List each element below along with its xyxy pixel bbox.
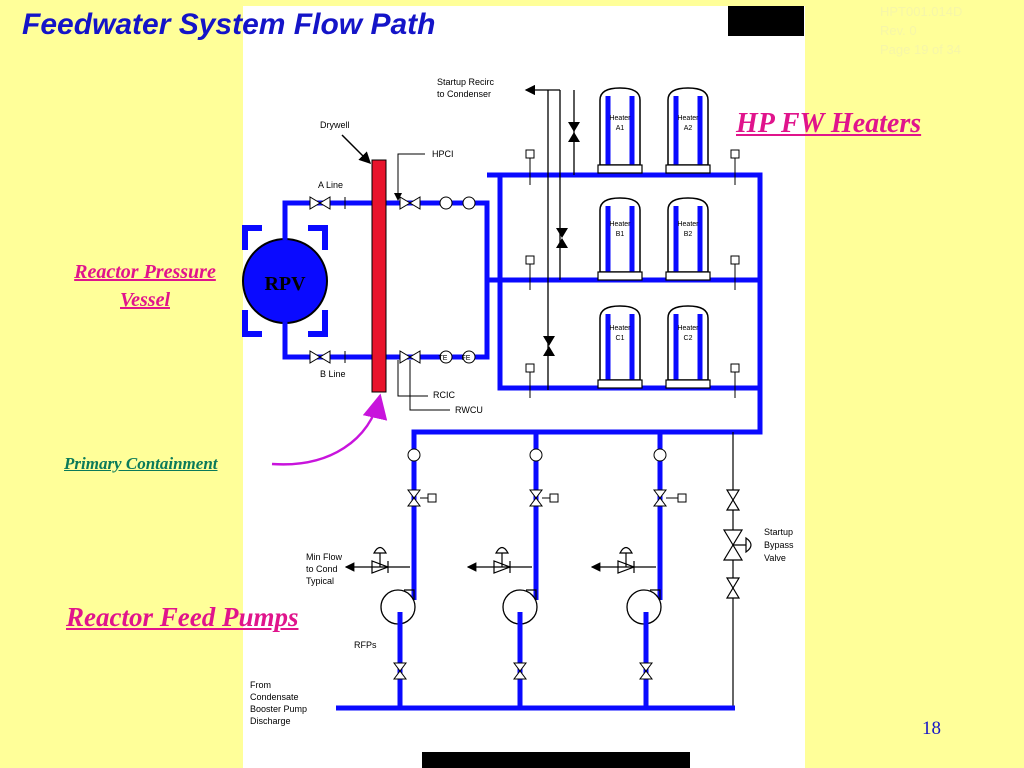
primary-containment-arrow (271, 393, 388, 466)
rpv-label-line-1: Reactor Pressure (74, 261, 216, 283)
header-bar (728, 6, 804, 36)
drywell-label: Drywell (320, 120, 350, 130)
heater-b2-id: B2 (684, 231, 693, 238)
startup-recirc-label-1: Startup Recirc (437, 77, 495, 87)
startup-bypass-label-1: Startup (764, 527, 793, 537)
rpv-vessel: RPV (242, 225, 328, 337)
te-label: TE (439, 355, 448, 362)
pump-discharge-valves (407, 489, 687, 507)
pump-suction-lines (336, 612, 735, 711)
startup-bypass-label-2: Bypass (764, 540, 794, 550)
startup-bypass-label-3: Valve (764, 553, 786, 563)
heater-c1-name: Heater (609, 325, 631, 332)
reactor-feed-pumps-label: Reactor Feed Pumps (66, 602, 299, 632)
heater-a2-name: Heater (677, 115, 699, 122)
b-line-label: B Line (320, 369, 346, 379)
reactor-feed-pumps (380, 589, 662, 625)
rpv-label-line-2: Vessel (120, 289, 170, 311)
rwcu-label: RWCU (455, 405, 483, 415)
heater-c2-name: Heater (677, 325, 699, 332)
doc-ref-rev: Rev. 0 (880, 23, 917, 38)
rcic-label: RCIC (433, 390, 455, 400)
startup-bypass-line (722, 432, 752, 708)
reactor-pressure-vessel-label: Reactor Pressure Vessel (40, 258, 250, 314)
bottom-bar (422, 752, 690, 768)
document-reference: HPT001.014D Rev. 0 Page 19 of 34 (880, 2, 962, 59)
heater-c1-id: C1 (616, 335, 625, 342)
a-line-label: A Line (318, 180, 343, 190)
primary-containment-label: Primary Containment (64, 454, 218, 473)
heater-b1-id: B1 (616, 231, 625, 238)
heater-a2-id: A2 (684, 125, 693, 132)
startup-recirc-label-2: to Condenser (437, 89, 491, 99)
min-flow-label-3: Typical (306, 576, 334, 586)
page-number: 18 (922, 718, 941, 739)
from-condensate-3: Booster Pump (250, 704, 307, 714)
min-flow-label-1: Min Flow (306, 552, 343, 562)
startup-recirc-valves (543, 122, 580, 356)
rfps-label: RFPs (354, 640, 377, 650)
feedline-instruments (407, 196, 667, 462)
drywell-wall (371, 159, 387, 393)
rpv-label: RPV (264, 273, 306, 295)
min-flow-lines (344, 546, 656, 574)
injection-connections (394, 153, 450, 411)
from-condensate-4: Discharge (250, 716, 291, 726)
pump-suction-valves (393, 662, 653, 680)
heater-b2-name: Heater (677, 221, 699, 228)
heater-a1-id: A1 (616, 125, 625, 132)
heater-bases (597, 164, 711, 389)
drywell-arrow (341, 134, 372, 165)
heater-isolation-valves (525, 149, 740, 398)
from-condensate-2: Condensate (250, 692, 299, 702)
heater-b1-name: Heater (609, 221, 631, 228)
doc-ref-page: Page 19 of 34 (880, 42, 961, 57)
startup-recirc-line (524, 84, 575, 390)
heater-c2-id: C2 (684, 335, 693, 342)
fe-label: FE (462, 355, 471, 362)
hpci-label: HPCI (432, 149, 454, 159)
heater-tubes (605, 96, 703, 388)
hp-fw-heaters-label: HP FW Heaters (736, 108, 922, 139)
heater-labels: Heater A1 Heater A2 Heater B1 Heater B2 … (609, 115, 699, 342)
slide-title: Feedwater System Flow Path (22, 8, 436, 41)
from-condensate-1: From (250, 680, 271, 690)
min-flow-label-2: to Cond (306, 564, 338, 574)
doc-ref-id: HPT001.014D (880, 4, 963, 19)
feedline-valves (309, 196, 421, 364)
heater-a1-name: Heater (609, 115, 631, 122)
